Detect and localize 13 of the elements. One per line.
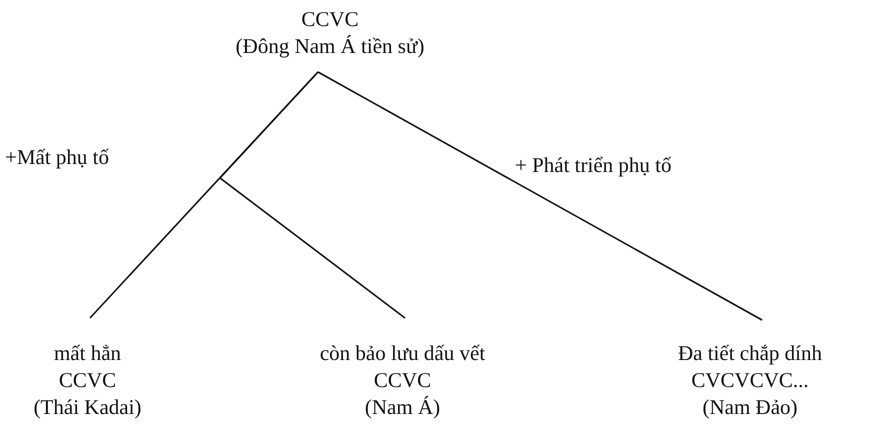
branch-line xyxy=(218,71,406,319)
branch-line xyxy=(318,71,762,321)
node-text: (Thái Kadai) xyxy=(34,394,142,421)
node-text: (Nam Đảo) xyxy=(702,394,798,421)
node-text: (Đông Nam Á tiền sử) xyxy=(236,33,424,60)
node-text: CCVC xyxy=(58,367,116,394)
node-text: mất hẳn xyxy=(54,340,122,367)
node-text: Đa tiết chắp dính xyxy=(678,340,822,367)
node-text: CVCVCVC... xyxy=(691,367,809,394)
node-text: CCVC xyxy=(301,6,359,33)
node-text: còn bảo lưu dấu vết xyxy=(320,340,486,367)
node-text: (Nam Á) xyxy=(364,394,440,421)
node-text: CCVC xyxy=(374,367,432,394)
